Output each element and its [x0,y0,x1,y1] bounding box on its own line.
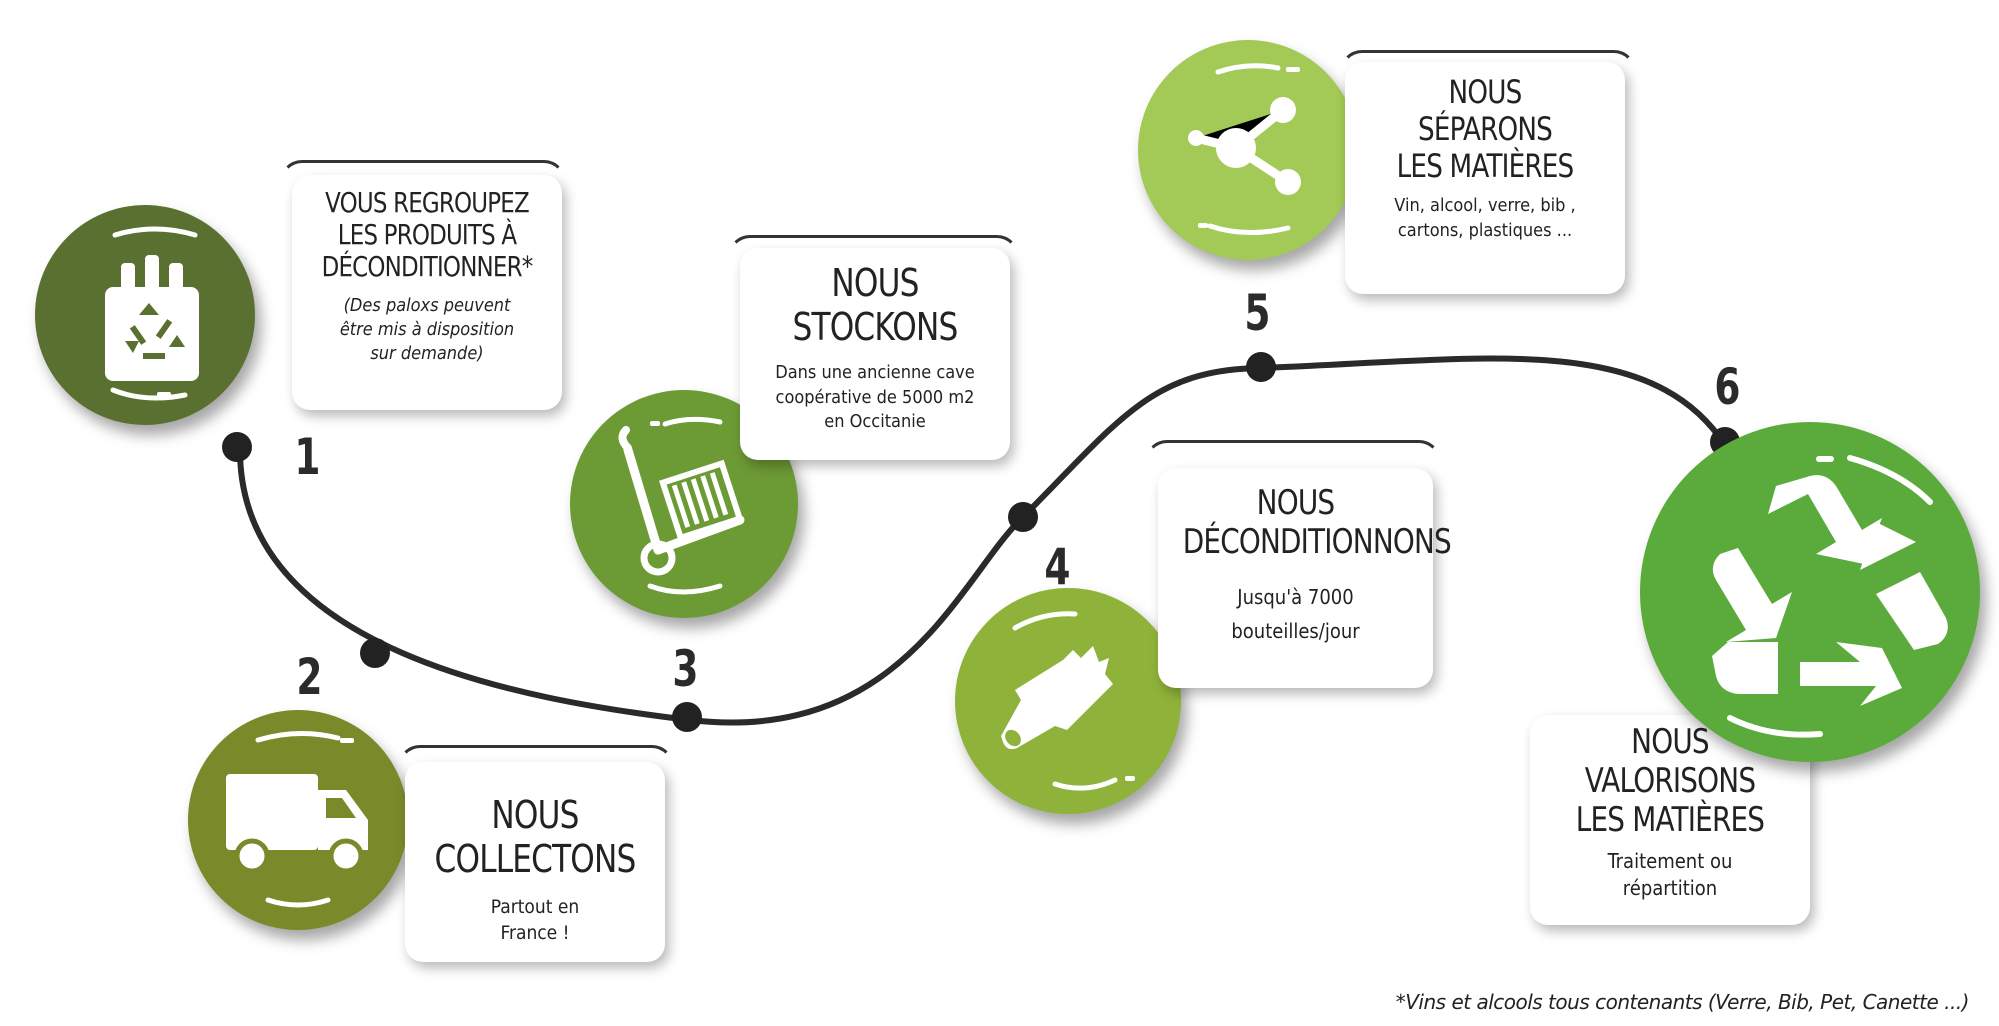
step-6-title-line-2: VALORISONS [1584,761,1756,802]
step-4-card-decoration [1145,440,1441,506]
share-nodes-icon [1188,63,1301,236]
step-2-subtitle-line-2: France ! [500,922,570,945]
step-number-5: 5 [1244,284,1271,342]
path-dot-1 [222,432,252,462]
step-number-3: 3 [672,640,699,698]
step-6-card: NOUS VALORISONS LES MATIÈRES Traitement … [1530,715,1810,925]
path-dot-3 [672,702,702,732]
step-6-circle [1640,422,1980,762]
step-3-card: NOUS STOCKONS Dans une ancienne cave coo… [740,248,1010,460]
step-number-6: 6 [1714,358,1741,416]
step-6-title-line-3: LES MATIÈRES [1575,800,1765,841]
step-3-card-decoration [728,235,1019,301]
step-2-card-decoration [398,745,674,811]
footnote: *Vins et alcools tous contenants (Verre,… [1395,990,1970,1014]
step-2-circle [188,710,408,930]
step-4-title-line-2: DÉCONDITIONNONS [1182,522,1452,563]
step-2-title-line-1: NOUS [491,793,579,837]
path-dot-4 [1008,502,1038,532]
step-5-circle [1138,40,1358,260]
step-5-subtitle-line-2: cartons, plastiques ... [1397,219,1573,241]
step-6-title-line-1: NOUS [1631,722,1709,762]
step-2-subtitle-line-1: Partout en [490,896,580,919]
step-number-1: 1 [294,428,321,486]
step-4-card: NOUS DÉCONDITIONNONS Jusqu'à 7000 boutei… [1158,468,1452,688]
step-6-subtitle-line-1: Traitement ou [1607,849,1733,874]
hand-truck-icon [618,416,745,595]
step-3-subtitle-line-2: coopérative de 5000 m2 [775,386,975,408]
step-3-subtitle-line-3: en Occitanie [824,410,926,432]
delivery-truck-icon [226,731,368,908]
step-1-title-line-3: DÉCONDITIONNER* [321,250,534,284]
bottle-crate-recycle-icon [105,226,199,401]
step-5-card-decoration [1340,50,1636,116]
step-3-subtitle-line-1: Dans une ancienne cave [775,362,975,384]
step-1-circle [35,205,255,425]
step-5-title-line-3: LES MATIÈRES [1396,146,1575,185]
step-3-title-line-1: NOUS [831,261,919,305]
step-5-subtitle-line-1: Vin, alcool, verre, bib , [1394,195,1576,217]
step-4-subtitle-line-2: bouteilles/jour [1231,619,1360,644]
step-1-card-decoration [280,160,566,226]
step-1-card: VOUS REGROUPEZ LES PRODUITS À DÉCONDITIO… [292,175,562,410]
recycle-icon [1712,455,1948,738]
step-number-2: 2 [296,648,323,706]
step-2-card: NOUS COLLECTONS Partout en France ! [405,762,665,962]
step-4-circle [955,588,1181,814]
step-5-title-line-2: SÉPARONS [1418,109,1553,148]
step-1-subtitle-line-3: sur demande) [370,343,484,365]
step-number-4: 4 [1044,538,1071,596]
path-dot-2 [360,638,390,668]
broken-bottle-icon [1001,611,1135,791]
step-4-title-line-1: NOUS [1256,483,1335,523]
step-5-title-line-1: NOUS [1448,73,1523,111]
step-1-subtitle-line-2: être mis à disposition [339,318,515,340]
step-4-subtitle-line-1: Jusqu'à 7000 [1237,585,1354,610]
step-1-subtitle-line-1: (Des paloxs peuvent [343,294,511,316]
path-dot-5 [1246,352,1276,382]
step-1-title-line-2: LES PRODUITS À [337,218,517,252]
step-1-title-line-1: VOUS REGROUPEZ [325,186,530,219]
step-5-card: NOUS SÉPARONS LES MATIÈRES Vin, alcool, … [1345,62,1625,294]
step-2-title-line-2: COLLECTONS [434,836,637,881]
step-6-subtitle-line-2: répartition [1622,876,1718,901]
step-3-title-line-2: STOCKONS [792,304,959,349]
